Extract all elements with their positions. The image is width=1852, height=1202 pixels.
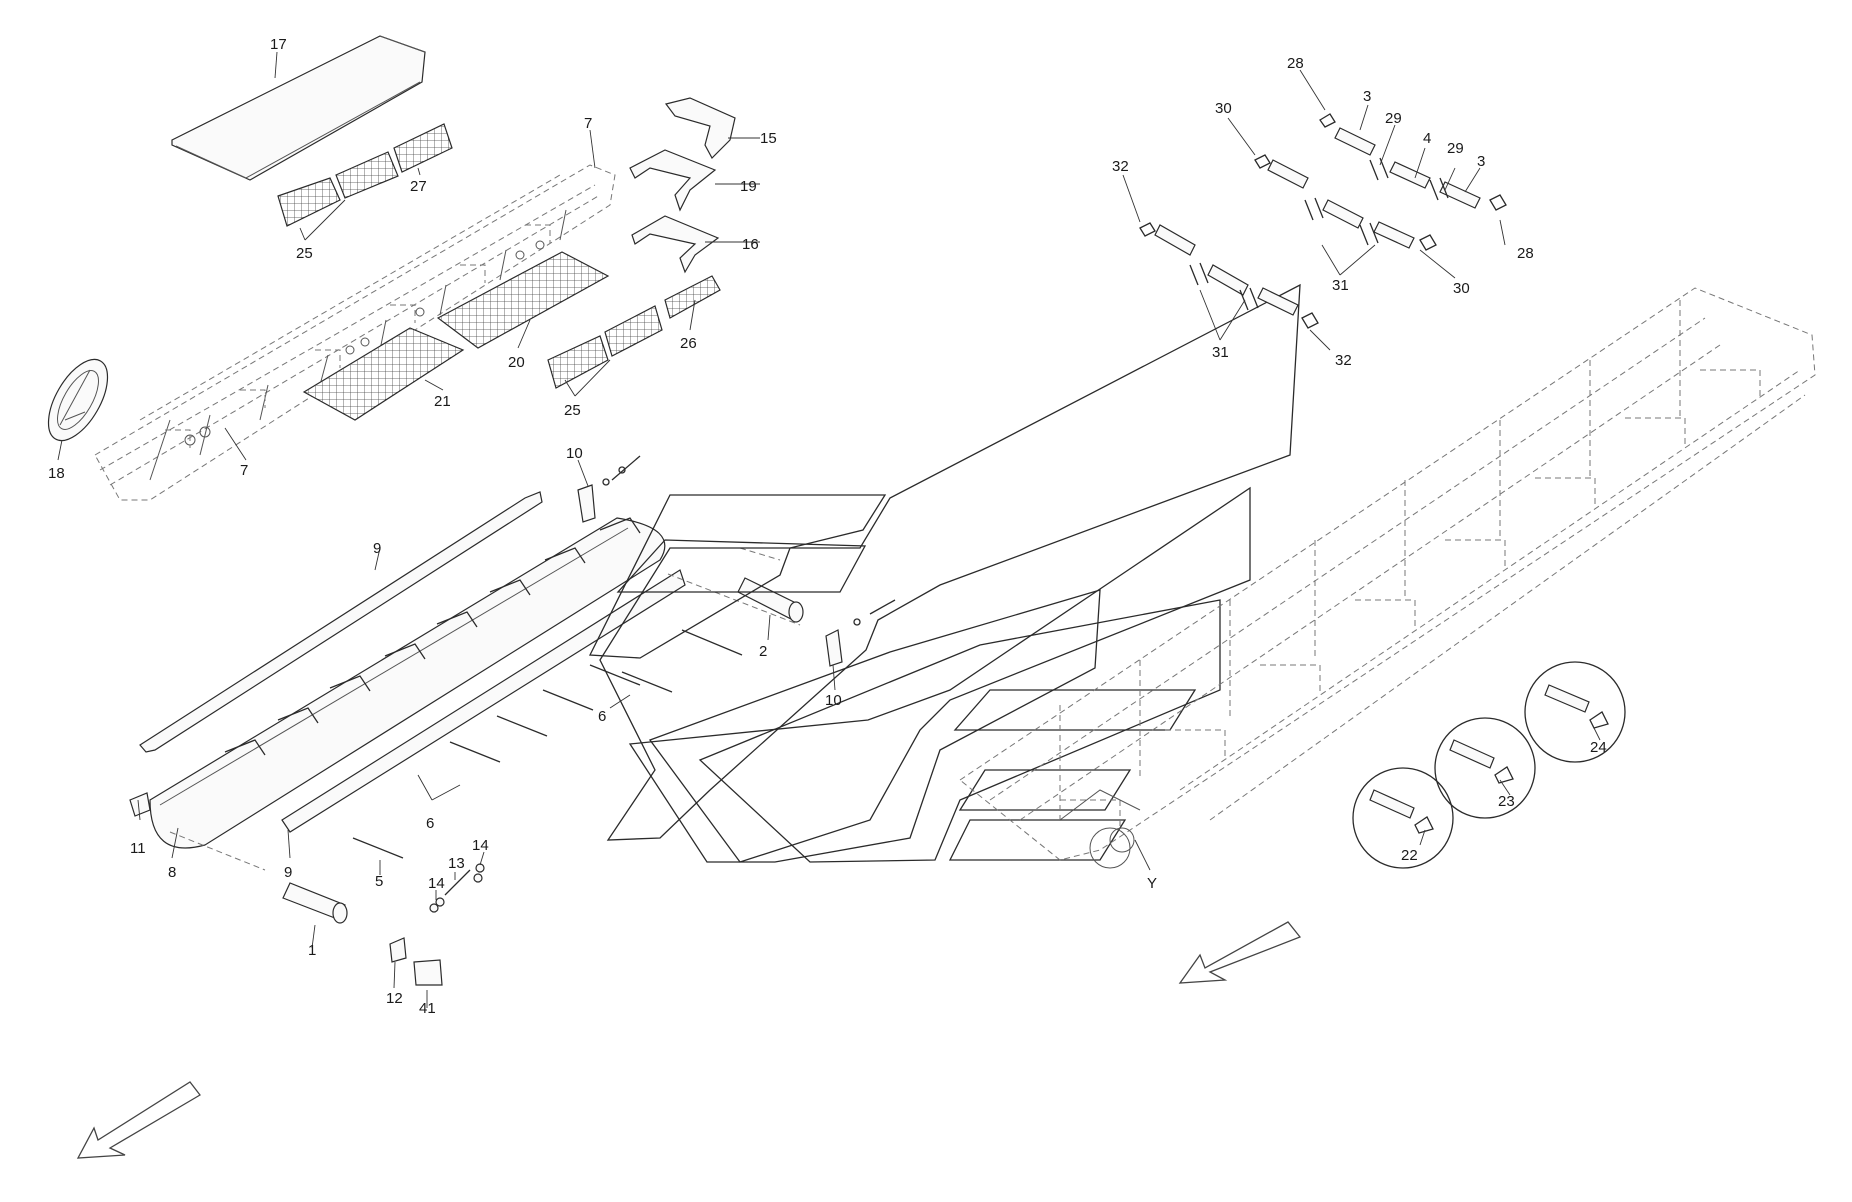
direction-arrow-left [76, 1081, 201, 1159]
callout-9-upper: 9 [373, 540, 381, 557]
detail-circle-24 [1524, 661, 1626, 763]
callout-6-left: 6 [426, 815, 434, 832]
part-2-tail-roller [737, 577, 804, 623]
callout-27: 27 [410, 178, 427, 195]
leader-lines [57, 51, 1601, 1008]
part-21-mesh [302, 327, 465, 421]
part-15-guard [664, 97, 736, 159]
part-20-mesh [436, 251, 610, 349]
detail-circle-22 [1352, 767, 1454, 869]
callout-21: 21 [434, 393, 451, 410]
callout-29-left: 29 [1385, 110, 1402, 127]
idler-brackets [1139, 113, 1507, 329]
top-conveyor-assembly [94, 164, 616, 501]
part-19-guard [629, 149, 717, 212]
callout-18: 18 [48, 465, 65, 482]
callout-32-top: 32 [1112, 158, 1129, 175]
callout-7-lower: 7 [240, 462, 248, 479]
callout-16: 16 [742, 236, 759, 253]
callout-32-lower: 32 [1335, 352, 1352, 369]
callout-30-right: 30 [1453, 280, 1470, 297]
callout-30-top: 30 [1215, 100, 1232, 117]
callout-25-upper: 25 [296, 245, 313, 262]
callout-41: 41 [419, 1000, 436, 1017]
part-18-end-cover [47, 358, 109, 442]
callout-12: 12 [386, 990, 403, 1007]
part-9-side-rail-lower [281, 569, 686, 833]
callout-20: 20 [508, 354, 525, 371]
part-14-nuts [429, 863, 485, 913]
callout-19: 19 [740, 178, 757, 195]
callout-3-top: 3 [1363, 88, 1371, 105]
part-41-motor [413, 959, 443, 986]
callout-17: 17 [270, 36, 287, 53]
right-conveyor-assembly [959, 287, 1816, 869]
idler-rollers [1154, 127, 1481, 316]
callout-26: 26 [680, 335, 697, 352]
callout-4: 4 [1423, 130, 1431, 147]
bolts-left [602, 455, 896, 626]
callout-6-right: 6 [598, 708, 606, 725]
part-17-top-cover [171, 35, 426, 181]
callout-31-upper: 31 [1332, 277, 1349, 294]
part-11-bearing [129, 792, 151, 817]
direction-arrow-right [1178, 921, 1302, 984]
mesh-panels-lower [547, 275, 721, 389]
callout-28-top: 28 [1287, 55, 1304, 72]
callout-10-right: 10 [825, 692, 842, 709]
callout-7-upper: 7 [584, 115, 592, 132]
part-10-bracket-left [577, 484, 596, 523]
part-16-guard [631, 215, 720, 274]
callout-11: 11 [130, 840, 146, 857]
part-13-tensioner-bolt [444, 869, 471, 896]
callout-25-lower: 25 [564, 402, 581, 419]
callout-8: 8 [168, 864, 176, 881]
part-1-drive-roller [282, 882, 348, 924]
part-9-side-rail-upper [139, 491, 543, 753]
callout-10-left: 10 [566, 445, 583, 462]
callout-5: 5 [375, 873, 383, 890]
callout-labels: 17 7 27 25 15 19 16 20 21 26 25 18 7 10 … [48, 36, 1607, 1017]
detail-circle-23 [1434, 717, 1536, 819]
part-12-bearing [389, 937, 407, 963]
callout-1: 1 [308, 942, 316, 959]
callout-Y: Y [1147, 875, 1157, 892]
callout-15: 15 [760, 130, 777, 147]
shafts-5-6 [352, 629, 743, 859]
callout-29-right: 29 [1447, 140, 1464, 157]
callout-23: 23 [1498, 793, 1515, 810]
callout-24: 24 [1590, 739, 1607, 756]
mesh-panels-upper [277, 123, 453, 227]
callout-3-right: 3 [1477, 153, 1485, 170]
callout-22: 22 [1401, 847, 1418, 864]
callout-14-right: 14 [472, 837, 489, 854]
callout-2: 2 [759, 643, 767, 660]
callout-9-lower: 9 [284, 864, 292, 881]
section-outline-shapes [588, 283, 1301, 863]
callout-28-right: 28 [1517, 245, 1534, 262]
part-8-belt [149, 517, 666, 849]
callout-13: 13 [448, 855, 465, 872]
part-10-bracket-right [825, 629, 843, 667]
callout-14-left: 14 [428, 875, 445, 892]
callout-31-lower: 31 [1212, 344, 1229, 361]
